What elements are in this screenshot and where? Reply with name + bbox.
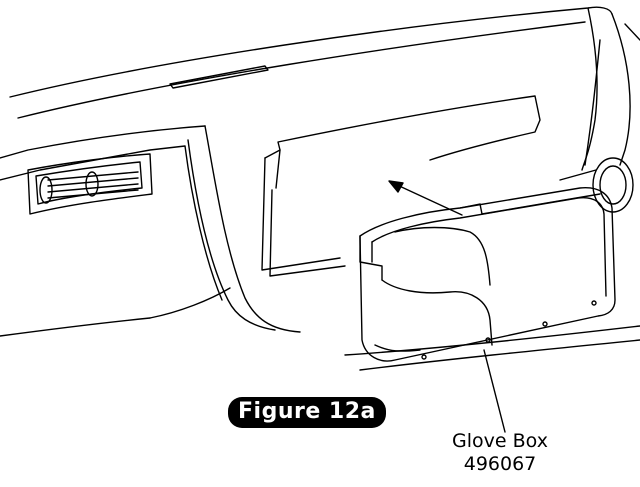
glove-box (359, 187, 616, 362)
screw-hole (421, 354, 427, 360)
part-callout: Glove Box 496067 (430, 430, 570, 476)
dashboard-lower-contour (0, 317, 151, 337)
dashboard-top-edge-inner (17, 21, 586, 119)
hinge-knob (592, 157, 634, 213)
insert-arrow (394, 183, 463, 216)
air-vent (27, 153, 153, 215)
dashboard-face-edge (0, 125, 206, 159)
dashboard-top-edge (9, 6, 613, 98)
defroster-vent (169, 65, 269, 89)
figure-label: Figure 12a (228, 397, 386, 428)
callout-leader (483, 349, 506, 433)
part-name: Glove Box (452, 430, 548, 452)
glove-box-opening (264, 95, 541, 161)
part-number: 496067 (463, 453, 537, 475)
